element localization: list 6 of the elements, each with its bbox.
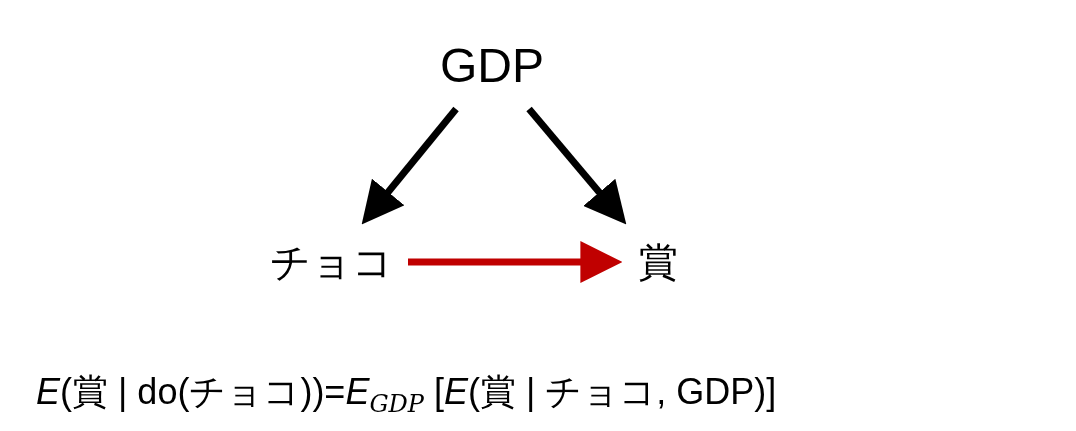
arrow — [361, 106, 459, 225]
arrow — [526, 106, 627, 225]
node-label: 賞 — [628, 232, 688, 292]
formula-text: E(賞 | do(チョコ))=E$_{GDP}$ [E(賞 | チョコ, GDP)] — [36, 370, 777, 419]
node-label: チョコ — [268, 232, 394, 292]
node-label: GDP — [432, 35, 552, 95]
